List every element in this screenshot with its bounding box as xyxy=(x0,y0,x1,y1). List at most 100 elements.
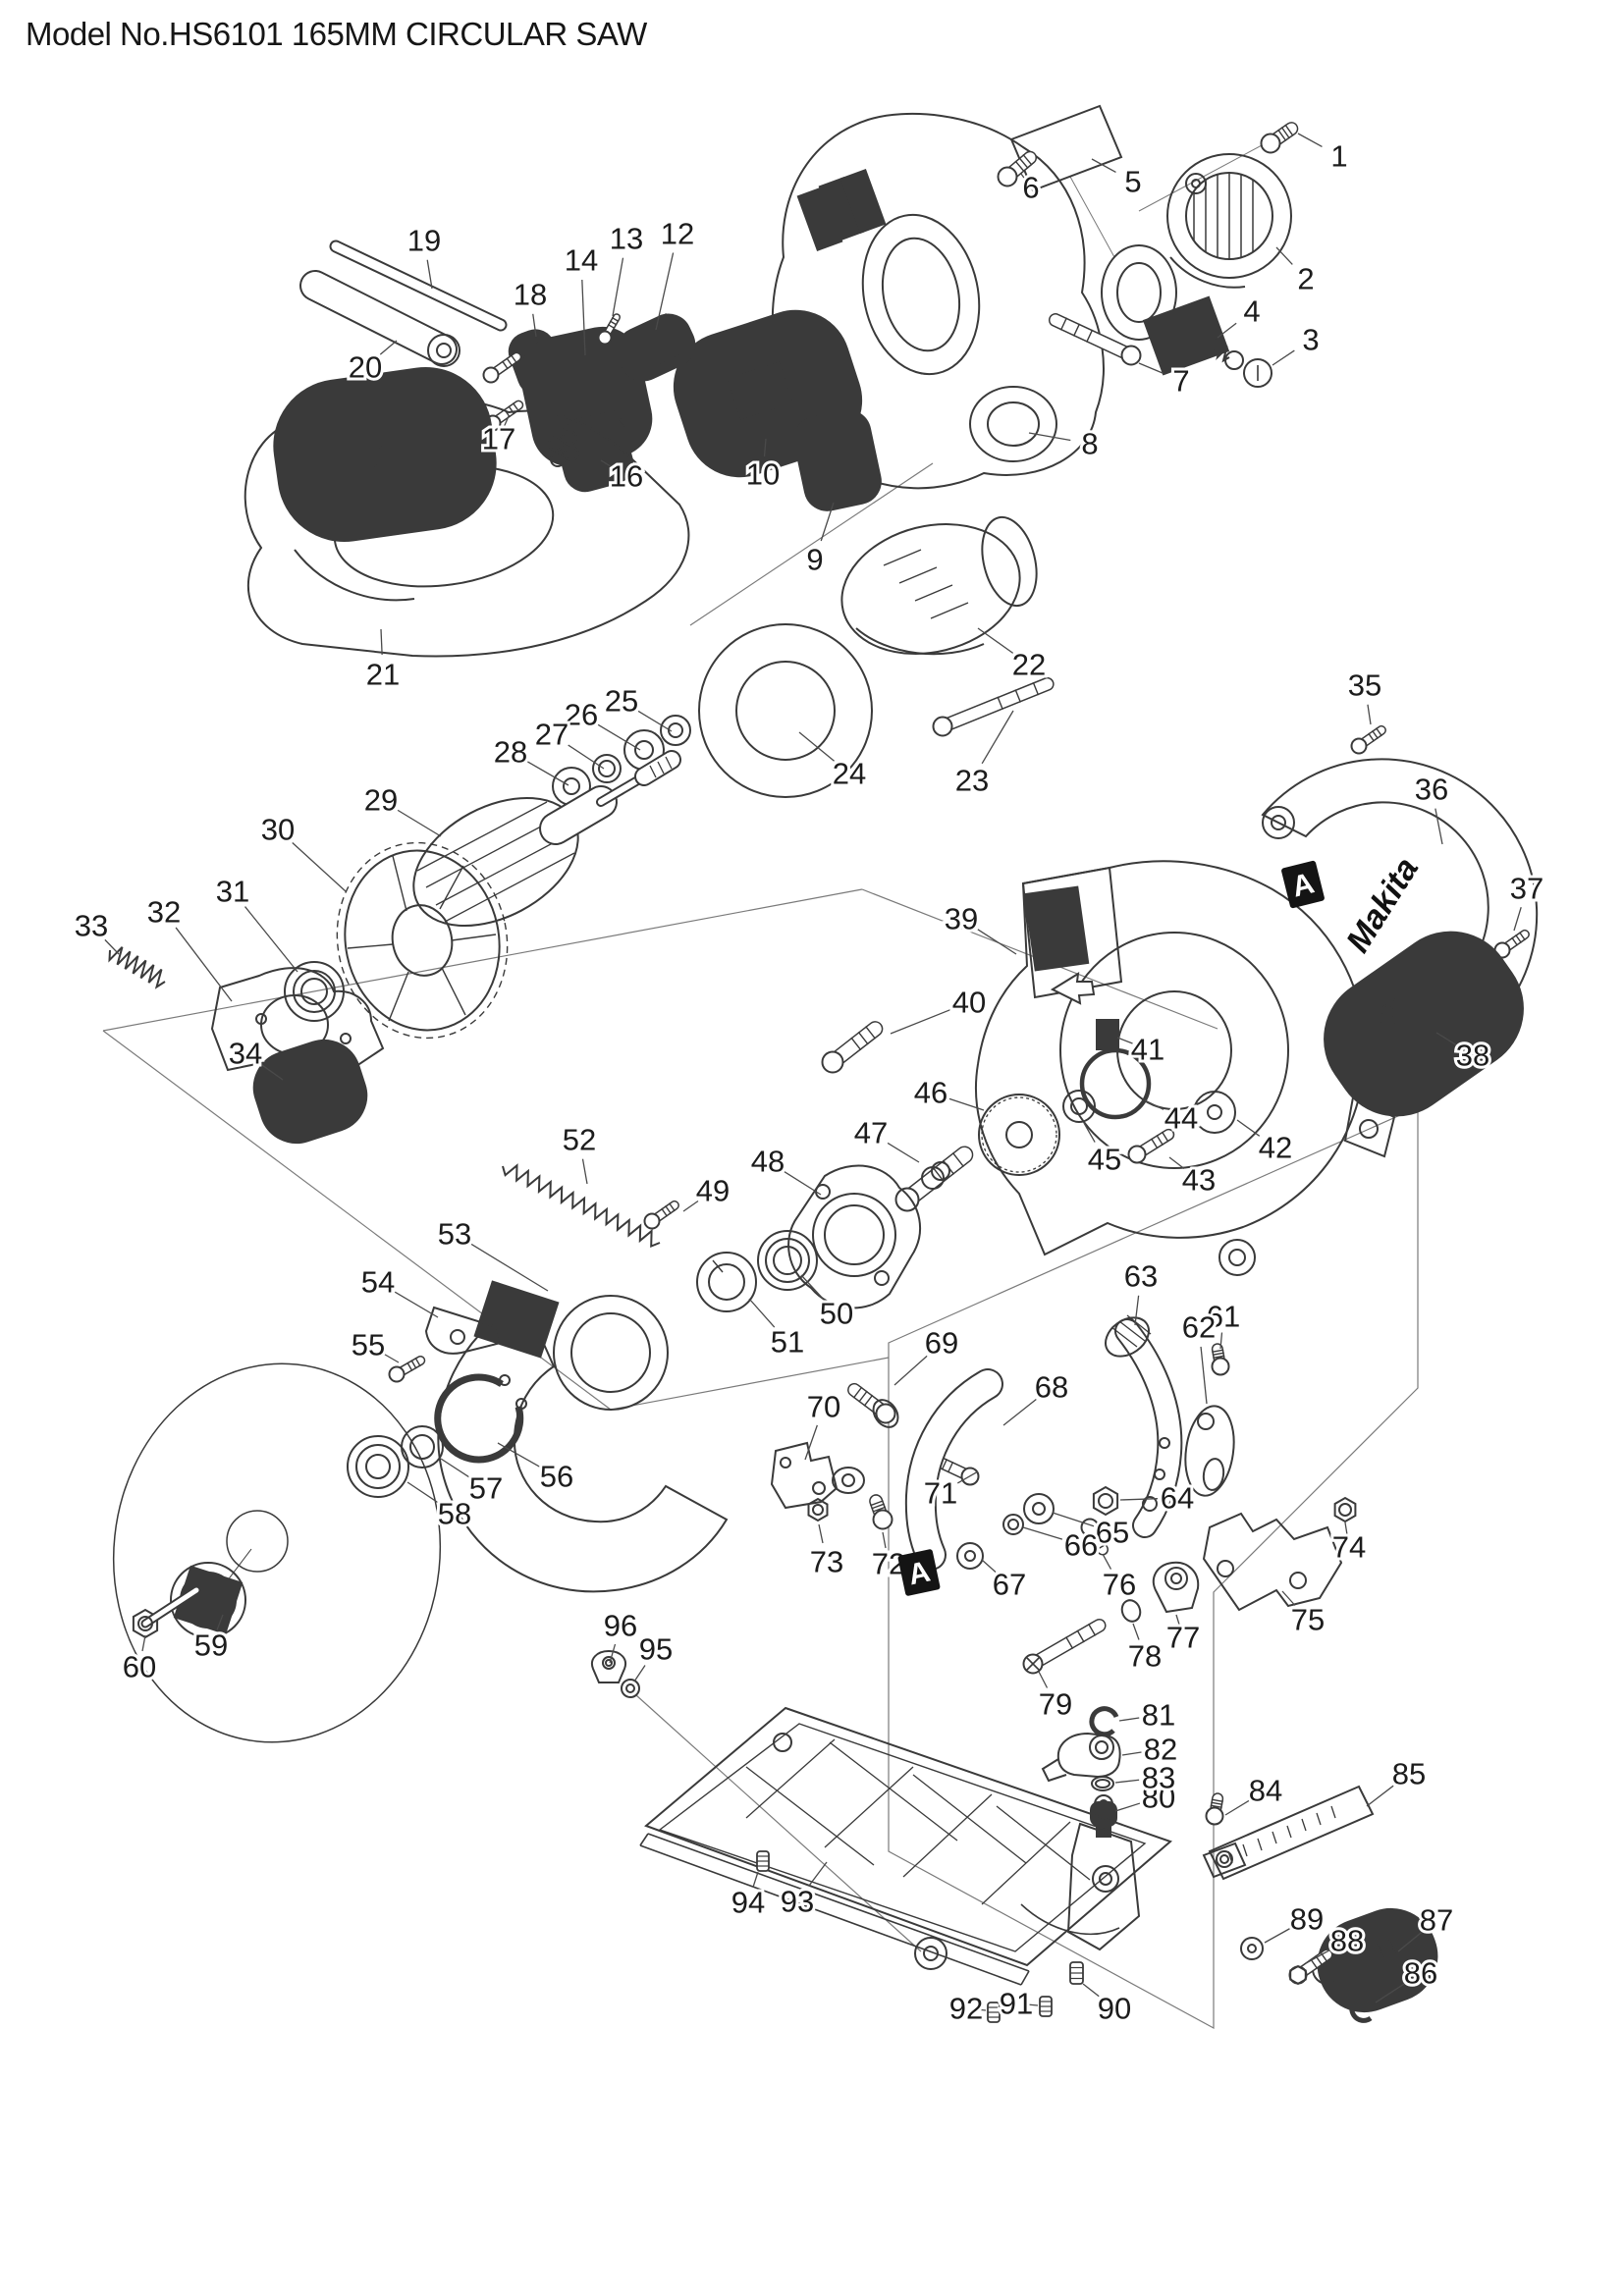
hex-nut xyxy=(1092,1485,1119,1517)
screw xyxy=(1027,1620,1106,1670)
diagram-shape xyxy=(1286,1825,1292,1839)
part-label-76: 76 xyxy=(1103,1568,1136,1602)
screw xyxy=(1018,157,1029,169)
part-label-51: 51 xyxy=(771,1325,804,1360)
part-label-92: 92 xyxy=(949,1992,983,2026)
diagram-shape xyxy=(855,627,985,656)
diagram-shape xyxy=(812,1193,896,1277)
part-label-75: 75 xyxy=(1291,1603,1325,1637)
diagram-shape xyxy=(1193,1091,1236,1134)
diagram-shape xyxy=(839,169,887,234)
part-label-63: 63 xyxy=(1124,1259,1158,1294)
diagram-shape xyxy=(300,978,328,1005)
screw xyxy=(1014,689,1022,703)
brand-logo: Makita xyxy=(1339,851,1426,959)
part-label-18: 18 xyxy=(514,278,547,312)
leader-line-62 xyxy=(1200,1346,1208,1405)
part-label-37: 37 xyxy=(1510,872,1543,906)
leader-line-23 xyxy=(981,710,1014,765)
diagram-shape xyxy=(1154,1468,1165,1480)
diagram-shape xyxy=(1142,295,1230,376)
diagram-shape xyxy=(409,1434,435,1460)
diagram-shape xyxy=(1020,1903,1120,1936)
part-label-74: 74 xyxy=(1332,1530,1366,1565)
screw xyxy=(870,1500,884,1507)
diagram-shape xyxy=(914,1937,947,1970)
diagram-shape xyxy=(450,1329,465,1345)
leader-line-65 xyxy=(1052,1512,1095,1527)
screw xyxy=(1515,934,1522,943)
screw xyxy=(1212,1352,1224,1356)
part-label-4: 4 xyxy=(1243,294,1260,329)
leader-line-36 xyxy=(1435,808,1443,845)
diagram-shape xyxy=(621,1679,640,1698)
part-label-9: 9 xyxy=(806,543,823,577)
part-label-46: 46 xyxy=(914,1076,947,1110)
screw xyxy=(872,1509,893,1530)
leader-line-5 xyxy=(1091,158,1116,173)
leader-line-86 xyxy=(1375,1983,1405,2003)
part-label-56: 56 xyxy=(540,1460,573,1494)
leader-line-35 xyxy=(1367,704,1372,725)
leader-line-21 xyxy=(380,628,383,656)
diagram-shape xyxy=(1243,358,1272,388)
screw xyxy=(1091,1535,1103,1543)
diagram-shape xyxy=(273,367,497,542)
leader-line-49 xyxy=(682,1200,699,1212)
screw xyxy=(1161,1131,1169,1143)
screw xyxy=(1032,681,1040,696)
leader-line-52 xyxy=(581,1158,588,1185)
diagram-shape xyxy=(1098,1493,1113,1509)
leader-line-58 xyxy=(406,1481,439,1504)
leader-line-70 xyxy=(804,1424,818,1461)
diagram-shape xyxy=(416,801,548,872)
depth-scale xyxy=(1208,1785,1375,1881)
diagram-shape xyxy=(392,855,407,912)
diagram-shape xyxy=(1289,1572,1307,1589)
leader-line-25 xyxy=(637,710,673,732)
part-label-26: 26 xyxy=(565,698,598,732)
saw-blade xyxy=(112,1362,442,1743)
leader-line-28 xyxy=(527,761,569,786)
leader-line-92 xyxy=(975,2008,987,2011)
diagram-shape xyxy=(170,1562,246,1638)
leader-line-16 xyxy=(600,459,615,469)
diagram-shape xyxy=(625,1683,635,1693)
part-label-94: 94 xyxy=(731,1886,765,1920)
diagram-shape xyxy=(1066,1822,1141,1951)
leader-line-31 xyxy=(244,906,298,973)
screw xyxy=(482,366,500,384)
part-label-10: 10 xyxy=(746,457,780,492)
diagram-shape xyxy=(1020,1970,1030,1986)
diagram-shape xyxy=(301,272,456,363)
leader-line-79 xyxy=(1038,1671,1049,1688)
diagram-shape xyxy=(333,443,345,480)
part-label-22: 22 xyxy=(1012,648,1046,682)
part-label-30: 30 xyxy=(261,813,295,847)
diagram-shape xyxy=(861,213,981,376)
leader-line-42 xyxy=(1236,1119,1261,1137)
front-clamp xyxy=(591,1649,626,1683)
diagram-shape xyxy=(1197,1413,1215,1430)
diagram-shape xyxy=(1272,1831,1277,1844)
screw xyxy=(937,678,1054,732)
armature xyxy=(412,796,579,928)
screw xyxy=(1320,1951,1328,1962)
leader-line-80 xyxy=(1114,1802,1141,1812)
screw xyxy=(852,1386,863,1399)
part-label-79: 79 xyxy=(1039,1687,1072,1722)
diagram-shape xyxy=(1216,1850,1233,1868)
part-label-57: 57 xyxy=(469,1471,503,1506)
leader-line-24 xyxy=(798,731,835,762)
leader-line-2 xyxy=(1275,246,1293,265)
marker-a-badge xyxy=(1281,860,1325,909)
diagram-shape xyxy=(696,1252,757,1312)
screw xyxy=(850,1037,862,1051)
depth-arc-lever xyxy=(906,1370,1001,1569)
diagram-shape xyxy=(548,436,564,452)
diagram-shape xyxy=(765,1238,810,1283)
diagram-shape xyxy=(1169,256,1246,289)
leader-line-9 xyxy=(820,502,835,542)
diagram-shape xyxy=(427,334,460,367)
part-label-47: 47 xyxy=(854,1116,888,1150)
